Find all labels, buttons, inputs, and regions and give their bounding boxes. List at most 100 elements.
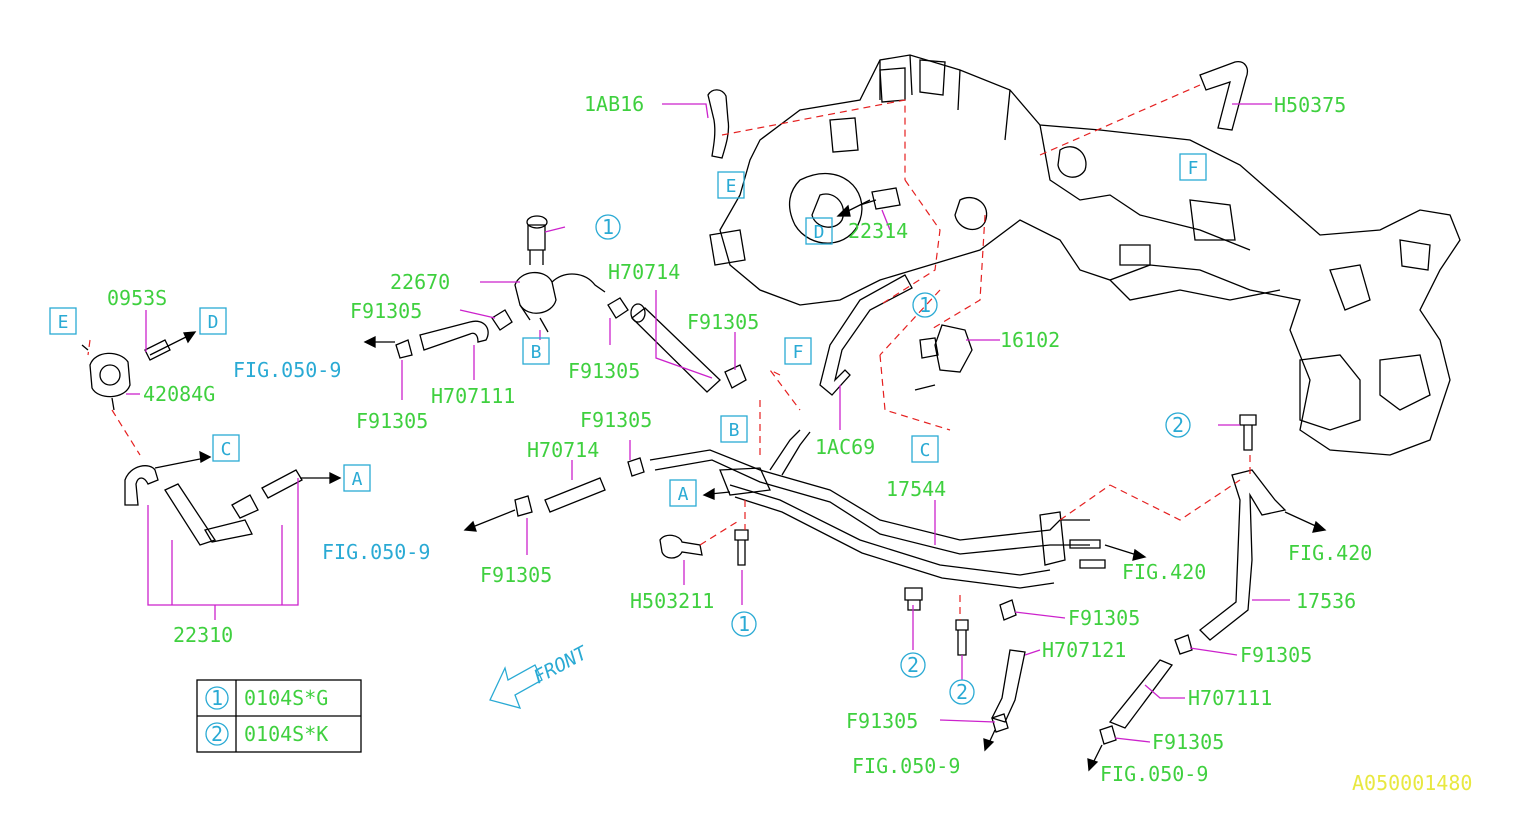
svg-text:B: B — [531, 342, 542, 363]
pipe-17536 — [1199, 469, 1287, 641]
label-16102: 16102 — [1000, 328, 1060, 352]
label-f91305-c: F91305 — [568, 359, 640, 383]
label-22670: 22670 — [390, 270, 450, 294]
clamps — [395, 297, 1193, 745]
front-indicator: FRONT — [489, 641, 592, 709]
label-h707121: H707121 — [1042, 638, 1126, 662]
callout-1-top: 1 — [595, 214, 621, 240]
ref-box-f2: F — [784, 337, 812, 365]
svg-text:2: 2 — [956, 680, 968, 704]
ref-box-f1: F — [1179, 153, 1207, 181]
bolts — [734, 414, 1257, 656]
label-fig420-a: FIG.420 — [1288, 541, 1372, 565]
label-h707111-b: H707111 — [1188, 686, 1272, 710]
label-17544: 17544 — [886, 477, 946, 501]
label-42084g: 42084G — [143, 382, 215, 406]
ref-box-c1: C — [212, 434, 240, 462]
label-1ab16: 1AB16 — [584, 92, 644, 116]
svg-text:E: E — [726, 176, 737, 197]
drawing-code: A050001480 — [1352, 771, 1472, 795]
legend-code-1: 0104S*G — [244, 686, 328, 710]
valve-42084g — [81, 339, 171, 411]
hose-22310 — [124, 465, 303, 546]
hose-h50375 — [1199, 61, 1249, 131]
ref-box-b2: B — [720, 415, 748, 443]
callout-2-left: 2 — [900, 652, 926, 678]
callout-2-right: 2 — [1165, 412, 1191, 438]
ref-box-d1: D — [805, 217, 833, 245]
label-f91305-i: F91305 — [846, 709, 918, 733]
callout-1-bottom: 1 — [731, 611, 757, 637]
callout-2-bottom: 2 — [949, 679, 975, 705]
front-label: FRONT — [530, 641, 592, 688]
legend-table: 1 0104S*G 2 0104S*K — [196, 679, 362, 753]
svg-text:1: 1 — [602, 215, 614, 239]
hose-h707111-left — [419, 320, 489, 351]
ref-box-a2: A — [669, 479, 697, 507]
svg-text:2: 2 — [1172, 413, 1184, 437]
hose-h70714-mid — [544, 477, 606, 513]
svg-text:A: A — [678, 484, 689, 505]
label-f91305-e: F91305 — [580, 408, 652, 432]
pipe-17544 — [649, 429, 1106, 589]
label-h70714-mid: H70714 — [527, 438, 599, 462]
part-number-labels: 1AB16 H50375 22314 22670 H70714 0953S F9… — [107, 92, 1372, 786]
ref-box-d2: D — [199, 307, 227, 335]
svg-text:2: 2 — [907, 653, 919, 677]
svg-text:D: D — [814, 222, 825, 243]
svg-text:A: A — [352, 469, 363, 490]
label-f91305-h: F91305 — [1240, 643, 1312, 667]
hose-h707121 — [991, 649, 1026, 723]
label-0953s: 0953S — [107, 286, 167, 310]
label-h707111-a: H707111 — [431, 384, 515, 408]
hose-1ab16 — [707, 89, 730, 159]
leader-lines — [126, 103, 1290, 743]
legend-key-1: 1 — [211, 686, 223, 710]
ref-box-e1: E — [717, 171, 745, 199]
ref-box-b1: B — [522, 337, 550, 365]
svg-text:C: C — [920, 440, 931, 461]
svg-text:F: F — [793, 342, 804, 363]
ref-box-e2: E — [49, 307, 77, 335]
label-fig050-b: FIG.050-9 — [322, 540, 430, 564]
bracket-16102 — [914, 324, 973, 391]
label-h503211: H503211 — [630, 589, 714, 613]
label-fig050-c: FIG.050-9 — [852, 754, 960, 778]
label-h70714-top: H70714 — [608, 260, 680, 284]
svg-text:D: D — [208, 312, 219, 333]
svg-text:E: E — [58, 312, 69, 333]
label-17536: 17536 — [1296, 589, 1356, 613]
callout-1-mid: 1 — [912, 292, 938, 318]
label-fig420-b: FIG.420 — [1122, 560, 1206, 584]
label-f91305-b: F91305 — [687, 310, 759, 334]
sensor-22314 — [859, 187, 901, 210]
valve-22670 — [514, 215, 606, 333]
label-f91305-g: F91305 — [1068, 606, 1140, 630]
label-f91305-j: F91305 — [1152, 730, 1224, 754]
svg-text:1: 1 — [738, 612, 750, 636]
ref-box-a1: A — [343, 464, 371, 492]
svg-text:B: B — [729, 420, 740, 441]
label-h50375: H50375 — [1274, 93, 1346, 117]
flow-arrows — [149, 199, 1327, 772]
label-fig050-d: FIG.050-9 — [1100, 762, 1208, 786]
label-22310: 22310 — [173, 623, 233, 647]
label-f91305-d: F91305 — [356, 409, 428, 433]
legend-code-2: 0104S*K — [244, 722, 328, 746]
label-22314: 22314 — [848, 219, 908, 243]
label-f91305-f: F91305 — [480, 563, 552, 587]
svg-text:1: 1 — [919, 293, 931, 317]
hose-1ac69 — [819, 274, 913, 396]
label-fig050-a: FIG.050-9 — [233, 358, 341, 382]
dashed-connections — [87, 84, 1251, 620]
ref-box-c2: C — [911, 435, 939, 463]
hose-h503211 — [659, 534, 703, 559]
label-f91305-a: F91305 — [350, 299, 422, 323]
intake-manifold — [709, 54, 1461, 456]
legend-key-2: 2 — [211, 722, 223, 746]
hose-h707111-right — [1108, 659, 1174, 729]
svg-text:C: C — [221, 439, 232, 460]
label-1ac69: 1AC69 — [815, 435, 875, 459]
